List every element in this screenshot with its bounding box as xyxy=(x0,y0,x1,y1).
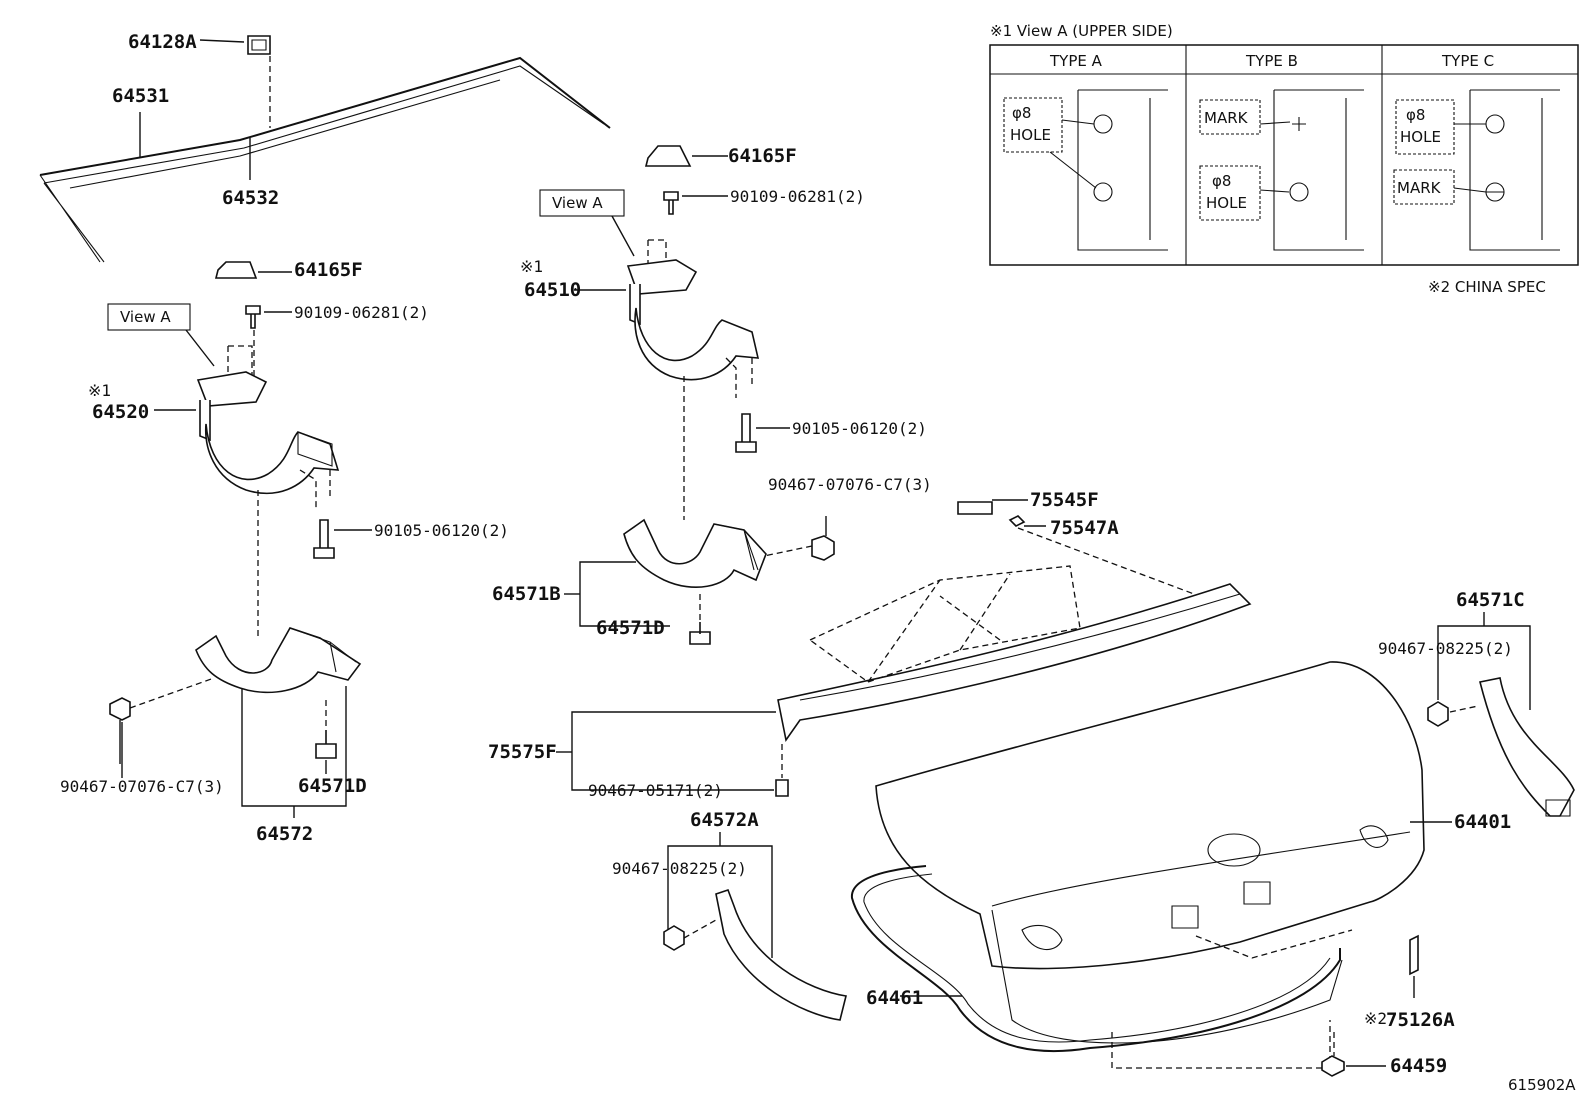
label-64510: 64510 xyxy=(524,279,581,301)
label-75126A: 75126A xyxy=(1386,1009,1455,1031)
label-64401: 64401 xyxy=(1454,811,1511,833)
label-75575F: 75575F xyxy=(488,741,557,763)
china-spec-note: ※2 CHINA SPEC xyxy=(1428,278,1546,296)
type-a-header: TYPE A xyxy=(1049,52,1103,70)
type-c-phi8: φ8 xyxy=(1406,106,1425,124)
right-hinge-assembly: View A xyxy=(539,145,790,520)
label-64165F-right: 64165F xyxy=(728,145,797,167)
label-75545F: 75545F xyxy=(1030,489,1099,511)
left-hinge-assembly: View A xyxy=(107,261,372,640)
rear-spoiler xyxy=(556,499,1252,797)
label-64571B: 64571B xyxy=(492,583,561,605)
label-90467-07076-right: 90467-07076-C7(3) xyxy=(768,475,932,494)
label-64532: 64532 xyxy=(222,187,279,209)
label-64571D-left: 64571D xyxy=(298,775,367,797)
label-64128A: 64128A xyxy=(128,31,197,53)
label-90467-07076-left: 90467-07076-C7(3) xyxy=(60,777,224,796)
type-b-phi8: φ8 xyxy=(1212,172,1231,190)
type-b-mark: MARK xyxy=(1204,109,1249,127)
trunk-lid xyxy=(875,661,1452,1044)
label-64571C: 64571C xyxy=(1456,589,1525,611)
label-90105-right: 90105-06120(2) xyxy=(792,419,927,438)
type-b-hole: HOLE xyxy=(1206,194,1247,212)
label-90467-05171: 90467-05171(2) xyxy=(588,781,723,800)
view-a-label-left: View A xyxy=(120,308,171,326)
left-guide-bracket xyxy=(109,627,362,818)
type-a-phi8: φ8 xyxy=(1012,104,1031,122)
label-64459: 64459 xyxy=(1390,1055,1447,1077)
label-75547A: 75547A xyxy=(1050,517,1119,539)
left-trunk-bracket xyxy=(663,832,847,1021)
label-90467-08225-right: 90467-08225(2) xyxy=(1378,639,1513,658)
label-64531: 64531 xyxy=(112,85,169,107)
type-a-hole: HOLE xyxy=(1010,126,1051,144)
ref1-left: ※1 xyxy=(88,381,111,400)
label-90105-left: 90105-06120(2) xyxy=(374,521,509,540)
view-table-title: ※1 View A (UPPER SIDE) xyxy=(990,22,1173,40)
ref2-label: ※2 xyxy=(1364,1009,1387,1028)
view-a-table: ※1 View A (UPPER SIDE) TYPE A TYPE B TYP… xyxy=(989,22,1579,266)
label-90109-right: 90109-06281(2) xyxy=(730,187,865,206)
label-64520: 64520 xyxy=(92,401,149,423)
label-90467-08225-left: 90467-08225(2) xyxy=(612,859,747,878)
trunk-weatherstrip xyxy=(850,865,1341,1069)
type-c-header: TYPE C xyxy=(1441,52,1494,70)
ref1-right: ※1 xyxy=(520,257,543,276)
right-guide-bracket xyxy=(564,516,835,645)
label-64572: 64572 xyxy=(256,823,313,845)
label-64571D-right: 64571D xyxy=(596,617,665,639)
torsion-rod-assembly xyxy=(39,35,611,263)
type-b-header: TYPE B xyxy=(1245,52,1298,70)
label-64461: 64461 xyxy=(866,987,923,1009)
diagram-id: 615902A xyxy=(1508,1076,1576,1094)
type-c-hole: HOLE xyxy=(1400,128,1441,146)
label-90109-left: 90109-06281(2) xyxy=(294,303,429,322)
view-a-label-right: View A xyxy=(552,194,603,212)
right-trunk-bracket xyxy=(1427,612,1575,817)
label-64165F-left: 64165F xyxy=(294,259,363,281)
type-c-mark: MARK xyxy=(1397,179,1442,197)
label-64572A: 64572A xyxy=(690,809,759,831)
small-fasteners xyxy=(1321,934,1419,1077)
